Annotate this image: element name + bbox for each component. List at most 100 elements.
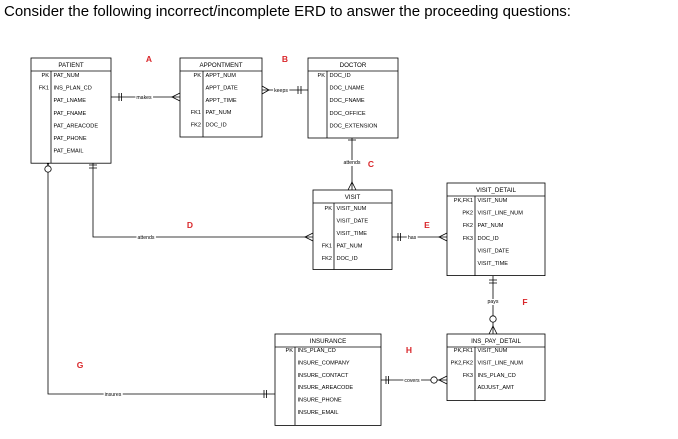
attribute-key: FK2: [191, 123, 201, 129]
insures-line: [47, 157, 275, 395]
question-tag-c: C: [368, 159, 374, 169]
entity-title: VISIT: [345, 194, 361, 201]
attribute-key: FK2: [463, 223, 473, 229]
attribute-key: FK1: [322, 244, 332, 250]
attribute-name: INSURE_COMPANY: [298, 360, 350, 366]
attribute-name: PAT_NUM: [206, 110, 232, 116]
attribute-name: PAT_EMAIL: [54, 149, 84, 155]
attribute-name: DOC_OFFICE: [330, 111, 366, 117]
attribute-name: PAT_PHONE: [54, 136, 87, 142]
attribute-name: INSURE_EMAIL: [298, 410, 339, 416]
attribute-key: PK: [286, 348, 294, 354]
question-tag-d: D: [187, 220, 193, 230]
attribute-name: DOC_ID: [330, 73, 351, 79]
patient-attends-one-mark: [89, 164, 97, 169]
attribute-name: PAT_NUM: [337, 244, 363, 250]
attribute-name: DOC_ID: [206, 123, 227, 129]
question-tag-f: F: [522, 297, 527, 307]
relationship-label-bg: [486, 299, 500, 305]
attribute-key: FK1: [39, 86, 49, 92]
entity-box: [446, 333, 546, 401]
attribute-key: FK2: [322, 256, 332, 262]
attribute-key: PK,FK1: [454, 348, 473, 354]
attribute-key: PK2: [462, 211, 473, 217]
attribute-key: FK3: [463, 236, 473, 242]
entity-insurance: INSURANCE PK INS_PLAN_CD INSURE_COMPANY INSU…: [274, 333, 382, 426]
entity-box: [30, 57, 112, 164]
attribute-key: PK: [325, 206, 333, 212]
attribute-name: PAT_NUM: [478, 223, 504, 229]
entity-title: PATIENT: [58, 62, 83, 69]
relationship-label-bg: [403, 378, 422, 384]
entity-title: APPONTMENT: [200, 62, 243, 69]
relationship-label-attends-patient: attends: [137, 235, 154, 241]
attribute-key: FK3: [463, 373, 473, 379]
pays-many-mark: [488, 325, 498, 335]
attribute-name: VISIT_NUM: [478, 198, 508, 204]
entity-title: VISIT_DETAIL: [476, 187, 517, 194]
question-tag-g: G: [77, 360, 84, 370]
entity-box: [446, 182, 546, 276]
relationship-label-covers: covers: [404, 378, 420, 384]
question-tag-a: A: [146, 54, 152, 64]
keeps-one-mark: [297, 86, 302, 94]
question-tag-e: E: [424, 220, 430, 230]
covers-one-mark: [385, 376, 389, 384]
attribute-name: INS_PLAN_CD: [54, 86, 92, 92]
entity-box: [274, 333, 382, 426]
attribute-name: DOC_ID: [478, 236, 499, 242]
attribute-name: PAT_FNAME: [54, 111, 87, 117]
makes-many-mark: [171, 92, 181, 102]
attribute-name: INSURE_AREACODE: [298, 385, 354, 391]
attribute-name: DOC_LNAME: [330, 86, 365, 92]
attribute-name: INSURE_CONTACT: [298, 373, 349, 379]
attribute-key: PK: [194, 73, 202, 79]
entity-title: INS_PAY_DETAIL: [471, 338, 521, 345]
relationship-label-bg: [103, 392, 123, 398]
doctor-attends-many-mark: [347, 181, 357, 191]
attribute-name: VISIT_TIME: [337, 231, 368, 237]
attribute-name: ADJUST_AMT: [478, 385, 515, 391]
pays-one-mark: [489, 279, 497, 284]
attribute-name: INS_PLAN_CD: [298, 348, 336, 354]
attribute-name: DOC_EXTENSION: [330, 123, 378, 129]
has-one-mark: [397, 233, 401, 241]
attribute-name: VISIT_TIME: [478, 261, 509, 267]
attribute-name: DOC_ID: [337, 256, 358, 262]
relationship-label-bg: [136, 235, 156, 241]
attribute-name: APPT_DATE: [206, 85, 238, 91]
covers-many-mark: [438, 375, 448, 385]
covers-optional-mark: [430, 376, 438, 384]
has-many-mark: [438, 232, 448, 242]
question-text: Consider the following incorrect/incompl…: [4, 3, 571, 20]
attribute-key: PK: [318, 73, 326, 79]
attribute-name: VISIT_DATE: [478, 248, 510, 254]
relationship-lines: [43, 85, 498, 398]
relationship-label-attends-doctor: attends: [343, 160, 360, 166]
attribute-key: PK,FK1: [454, 198, 473, 204]
attribute-key: PK: [42, 73, 50, 79]
entity-title: INSURANCE: [310, 338, 346, 345]
relationship-label-bg: [406, 235, 418, 241]
attribute-name: VISIT_NUM: [478, 348, 508, 354]
attribute-name: VISIT_LINE_NUM: [478, 360, 524, 366]
relationship-label-bg: [135, 95, 154, 101]
makes-one-mark: [118, 93, 122, 101]
attribute-name: INSURE_PHONE: [298, 398, 342, 404]
attribute-name: DOC_FNAME: [330, 98, 365, 104]
relationship-label-bg: [273, 88, 290, 94]
question-tag-b: B: [282, 54, 288, 64]
attribute-name: INS_PLAN_CD: [478, 373, 516, 379]
insures-one-mark: [263, 390, 267, 398]
attribute-name: APPT_TIME: [206, 98, 237, 104]
relationship-label-pays: pays: [488, 299, 499, 305]
question-tag-h: H: [406, 345, 412, 355]
